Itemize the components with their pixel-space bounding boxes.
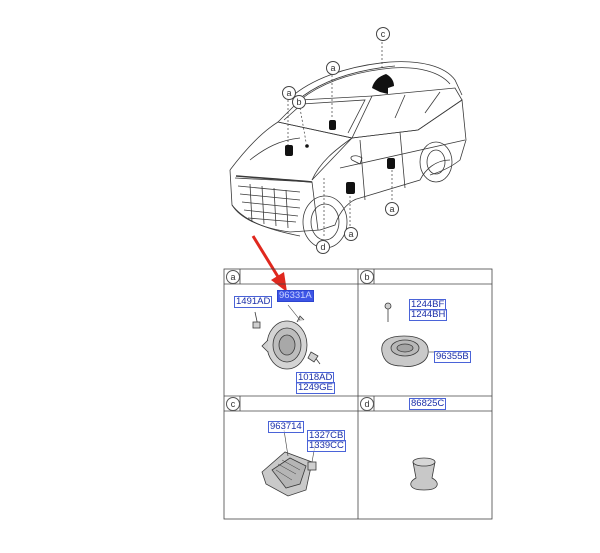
callout-a-right: a: [385, 202, 399, 216]
parts-table: [223, 268, 493, 520]
part-tweeter-b: [381, 302, 436, 367]
section-letter-a: a: [226, 270, 240, 284]
car-illustration: [229, 42, 467, 249]
part-grommet-d: [410, 457, 438, 491]
part-bracket-c: [261, 429, 317, 497]
callout-d-bottom: d: [316, 240, 330, 254]
part-label-86825C[interactable]: 86825C: [409, 398, 447, 410]
part-speaker-a: [252, 304, 321, 370]
part-label-1339CC[interactable]: 1339CC: [307, 440, 346, 452]
part-label-1244BH[interactable]: 1244BH: [409, 309, 448, 321]
part-label-96355B[interactable]: 96355B: [434, 351, 471, 363]
callout-b-left: b: [292, 95, 306, 109]
red-arrow: [251, 235, 287, 292]
part-label-96331A[interactable]: 96331A: [277, 290, 314, 302]
part-label-1249GE[interactable]: 1249GE: [296, 382, 335, 394]
callout-a-left: a: [282, 86, 296, 100]
section-letter-d: d: [360, 397, 374, 411]
part-label-1244BF[interactable]: 1244BF: [409, 299, 447, 311]
callout-c-top: c: [376, 27, 390, 41]
callout-a-roof: a: [326, 61, 340, 75]
speaker-marks: [285, 74, 395, 194]
callout-a-bottom: a: [344, 227, 358, 241]
part-label-1491AD[interactable]: 1491AD: [234, 296, 273, 308]
part-label-963714[interactable]: 963714: [268, 421, 304, 433]
section-letter-b: b: [360, 270, 374, 284]
section-letter-c: c: [226, 397, 240, 411]
